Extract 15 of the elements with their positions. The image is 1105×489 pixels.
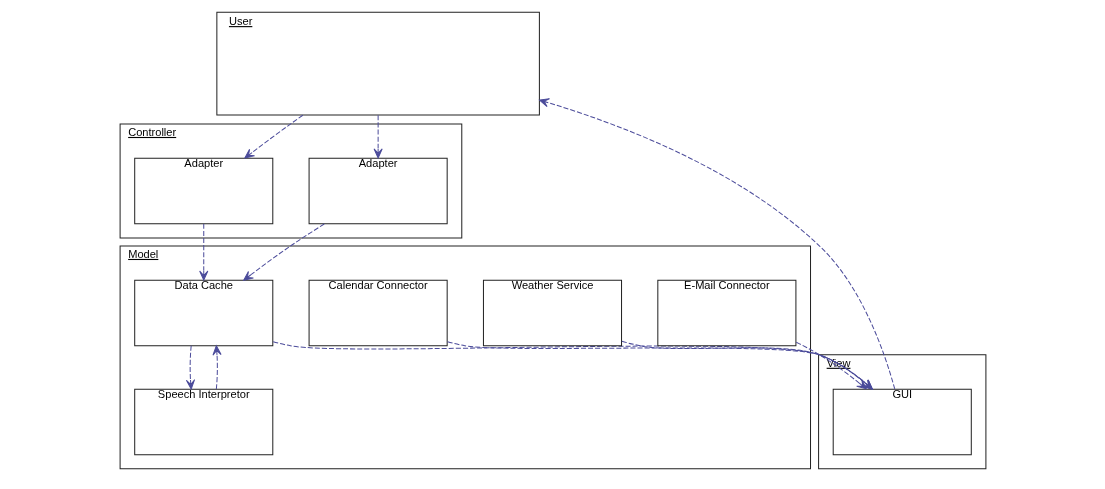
arrow <box>198 223 208 281</box>
node-box: GUI <box>832 388 972 456</box>
arrow <box>211 345 222 390</box>
arrow <box>242 223 325 281</box>
node-box: E-Mail Connector <box>656 279 796 347</box>
arrow <box>243 114 303 159</box>
node-box: Adapter <box>308 157 448 225</box>
arrow <box>185 345 195 390</box>
node-box: Data Cache <box>133 279 273 347</box>
node-box: Calendar Connector <box>308 279 448 347</box>
node-box: Adapter <box>133 157 273 225</box>
arrow <box>373 114 383 159</box>
node-box: Speech Interpretor <box>133 388 273 456</box>
node-box: Weather Service <box>482 279 622 347</box>
node-box: User <box>215 11 540 116</box>
